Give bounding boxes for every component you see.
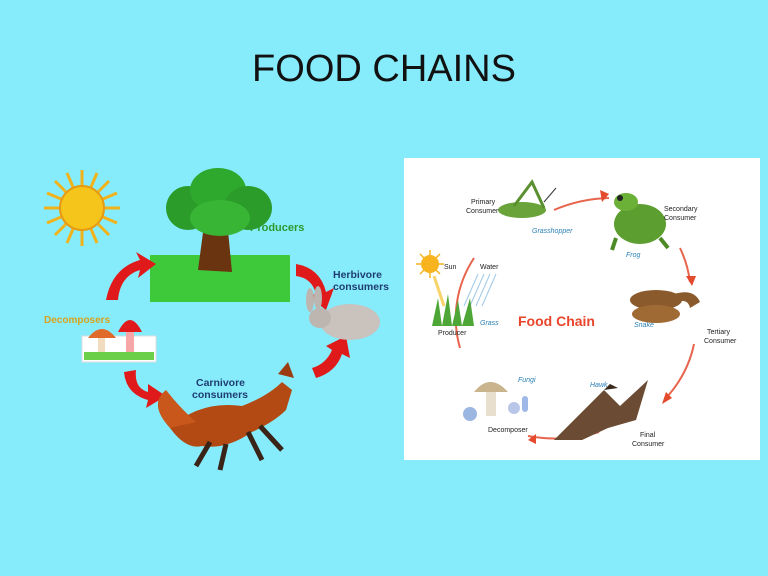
producer-label: Producer [438,330,467,337]
grass-label: Grass [480,320,499,327]
grasshopper-label: Grasshopper [532,228,573,235]
tertiary-consumer-label-2: Consumer [704,338,737,345]
drawn-food-chain: Producers Herbivore consumers Carnivore … [20,160,400,490]
herbivore-label-line2: consumers [333,281,389,293]
snake-drawing [630,290,700,323]
frog-drawing [610,193,670,251]
tertiary-consumer-label-1: Tertiary [707,329,730,336]
water-label: Water [480,264,499,271]
snake-label: Snake [634,322,654,329]
diagram-title: Food Chain [518,313,595,329]
fungi-drawing [463,382,528,421]
food-chain-diagram-art: Primary Consumer Grasshopper Secondary C… [416,179,737,448]
drawn-food-chain-art: Producers Herbivore consumers Carnivore … [44,168,389,471]
slide-title: FOOD CHAINS [252,48,516,90]
primary-consumer-label-1: Primary [471,199,496,206]
herbivore-label-line1: Herbivore [333,269,382,281]
primary-consumer-label-2: Consumer [466,208,499,215]
final-consumer-label-1: Final [640,432,656,439]
food-chain-diagram: Primary Consumer Grasshopper Secondary C… [404,158,760,460]
producers-label: Producers [250,222,304,234]
tree-drawing [150,168,290,302]
grasshopper-drawing [498,179,557,218]
secondary-consumer-label-2: Consumer [664,215,697,222]
decomposer-label: Decomposer [488,427,528,434]
secondary-consumer-label-1: Secondary [664,206,698,213]
sun-label: Sun [444,264,457,271]
decomposers-label: Decomposers [44,315,111,326]
mushroom-drawing [81,320,157,363]
cycle-arrowheads [528,190,696,444]
sun-water-grass-drawing [416,250,497,326]
carnivore-label-line1: Carnivore [196,377,245,389]
sun-drawing [44,170,120,246]
hawk-label: Hawk [590,382,608,389]
fox-drawing [157,362,294,471]
hawk-drawing [554,380,648,440]
fungi-label: Fungi [518,377,536,384]
final-consumer-label-2: Consumer [632,441,665,448]
carnivore-label-line2: consumers [192,389,248,401]
rabbit-drawing [306,286,380,340]
frog-label: Frog [626,252,641,259]
drawn-cycle-arrows [106,252,350,408]
